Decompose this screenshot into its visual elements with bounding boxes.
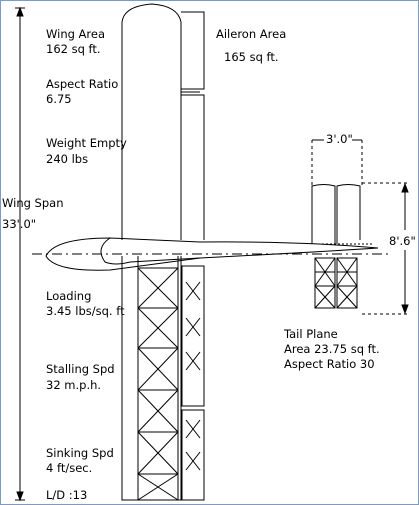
stalling-speed-value: 32 m.p.h. [46, 378, 102, 392]
wing-span-label: Wing Span [2, 196, 64, 210]
weight-empty-value: 240 lbs [46, 152, 89, 166]
tail-plane-title: Tail Plane [284, 327, 338, 341]
tail-plane [311, 184, 361, 309]
aileron-area-value: 165 sq ft. [224, 50, 279, 64]
aspect-ratio-label: Aspect Ratio [46, 77, 119, 91]
loading-label: Loading [46, 289, 92, 303]
tail-width-dimension [311, 139, 363, 186]
upper-wing [121, 3, 205, 240]
wing-span-value: 33'.0" [2, 217, 37, 231]
wing-area-label: Wing Area [46, 27, 106, 41]
stalling-speed-label: Stalling Spd [46, 362, 115, 376]
tail-height-value: 8'.6" [389, 234, 416, 249]
aileron-area-label: Aileron Area [216, 27, 287, 41]
lift-drag-ratio: L/D :13 [46, 488, 88, 502]
lower-wing [121, 256, 205, 501]
tail-plane-area: Area 23.75 sq ft. [284, 342, 380, 356]
sinking-speed-label: Sinking Spd [46, 446, 114, 460]
tail-plane-aspect-ratio: Aspect Ratio 30 [284, 357, 375, 371]
wing-span-dimension [15, 6, 25, 502]
aspect-ratio-value: 6.75 [46, 92, 72, 106]
loading-value: 3.45 lbs/sq. ft [46, 304, 125, 318]
tail-height-dimension [362, 182, 409, 315]
wing-area-value: 162 sq ft. [46, 42, 101, 56]
fuselage [32, 237, 392, 271]
wing-lattice [137, 256, 201, 501]
weight-empty-label: Weight Empty [46, 136, 127, 150]
tail-width-value: 3'.0" [326, 132, 353, 146]
sinking-speed-value: 4 ft/sec. [46, 461, 93, 475]
